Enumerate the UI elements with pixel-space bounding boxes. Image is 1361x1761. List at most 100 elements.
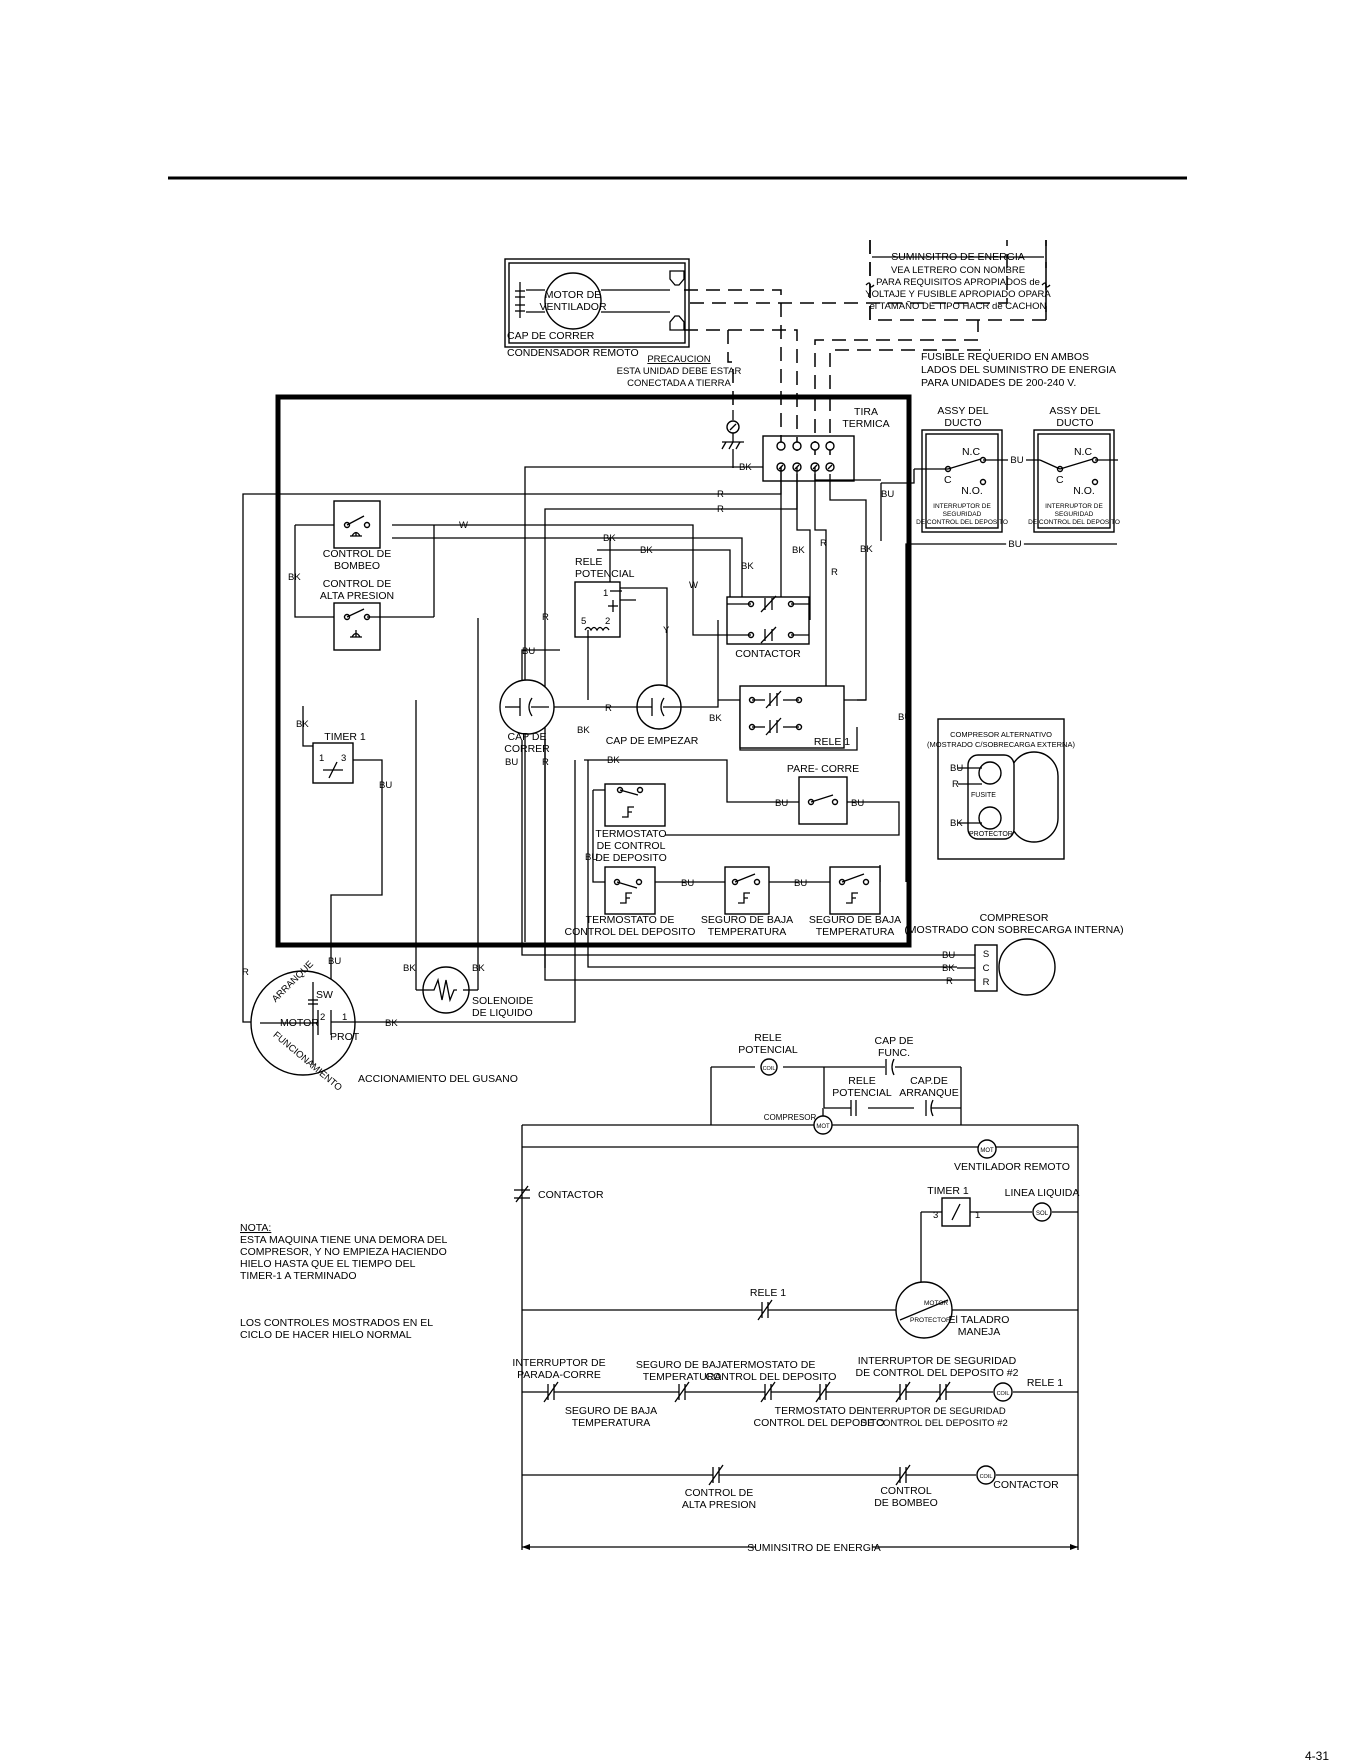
run-capacitor: CAP DE CORRER [499,679,555,755]
wire-label-w: W [689,580,698,591]
wire-label-bk: BK [741,561,754,572]
duct-caption: SEGURIDAD [1055,511,1094,518]
ladder-bin-thermo: CONTROL DEL DEPOSITO [706,1371,837,1383]
fuse-note-line: LADOS DEL SUMINISTRO DE ENERGIA [921,364,1116,376]
recip-compressor: COMPRESOR ALTERNATIVO (MOSTRADO C/SOBREC… [927,718,1075,860]
wire-label-r: R [946,976,953,987]
duct-no-label: N.O. [1073,485,1095,497]
ladder-timer-pin: 3 [933,1210,938,1221]
wire-label-bu: BU [942,950,955,961]
wire-label-bu: BU [851,798,864,809]
ground-icon [721,410,744,468]
wire-label-bk: BK [385,1018,398,1029]
power-supply-note: SUMINSITRO DE ENERGIA VEA LETRERO CON NO… [865,240,1051,320]
wire-label-r: R [820,538,827,549]
wire-label-bk: BK [942,963,955,974]
low-temp-label: SEGURO DE BAJA [701,914,793,926]
run-cap-label: CAP DE [508,731,547,743]
control-box [275,394,912,948]
caution-title: PRECAUCION [647,354,710,365]
ladder-protector: PROTECTOR [910,1317,951,1324]
duct-caption: INTERRUPTOR DE [1045,503,1103,510]
ladder-hp-control: ALTA PRESION [682,1499,756,1511]
compressor-terminal: R [983,977,990,988]
caution-note: PRECAUCION ESTA UNIDAD DEBE ESTAR CONECT… [617,354,742,389]
wire-label-bk: BK [739,462,752,473]
recip-compressor-title: COMPRESOR ALTERNATIVO [950,730,1052,739]
power-supply-line: el TAMAÑO DE TIPO HACR de CACHON [870,301,1047,312]
low-temp-safety-2: SEGURO DE BAJA TEMPERATURA [809,866,901,938]
wire-label-r: R [717,504,724,515]
solenoid-label: DE LIQUIDO [472,1007,533,1019]
start-capacitor: CAP DE EMPEZAR [606,684,699,747]
ladder-sol: SOL [1036,1211,1049,1217]
fuse-note-line: PARA UNIDADES DE 200-240 V. [921,377,1076,389]
duct-assy-1: ASSY DEL DUCTO N.C C N.O. INTERRUPTOR DE… [916,405,1010,533]
ladder-pump-control: CONTROL [880,1485,931,1497]
ladder-supply: SUMINSITRO DE ENERGIA [747,1542,881,1554]
ladder-coil: COIL [763,1066,776,1072]
ladder-relay-1: RELE 1 [750,1287,786,1299]
duct-caption: SEGURIDAD [943,511,982,518]
bin-thermostat-label: DE CONTROL [597,840,666,852]
wire-labels: BK R R BU W BK BK BK R BK BK R BK W R Y … [242,462,955,1029]
ladder-start-cap: CAP.DE [910,1075,948,1087]
note-line: ESTA MAQUINA TIENE UNA DEMORA DEL [240,1234,447,1246]
relay-1: RELE 1 [739,685,850,749]
wire-label-bu: BU [681,878,694,889]
terminal-strip-label: TERMICA [842,418,889,430]
recip-compressor-title: (MOSTRADO C/SOBRECARGA EXTERNA) [927,740,1075,749]
ladder-mot: MOT [816,1124,830,1130]
wire-label-bu: BU [585,852,598,863]
wire-label-r: R [242,967,249,978]
liquid-solenoid: SOLENOIDE DE LIQUIDO [415,966,533,1019]
ladder-coil: COIL [997,1391,1010,1397]
terminal-strip-label: TIRA [854,406,878,418]
duct-assy-title: DUCTO [944,417,981,429]
wire-label-r: R [717,489,724,500]
duct-caption: DE CONTROL DEL DEPOSITO [916,519,1008,526]
wire-label-bu: BU [1010,455,1023,466]
compressor: COMPRESOR (MOSTRADO CON SOBRECARGA INTER… [904,912,1124,996]
timer-label: TIMER 1 [324,731,366,743]
wire-label-bu: BU [950,763,963,774]
duct-assy-2: ASSY DEL DUCTO N.C C N.O. INTERRUPTOR DE… [1028,405,1120,533]
fan-motor-circle [544,272,602,330]
fusite-label: FUSITE [971,792,996,799]
note-line: CICLO DE HACER HIELO NORMAL [240,1329,412,1341]
wire-label-bu: BU [881,489,894,500]
ladder-contactor-2: CONTACTOR [993,1479,1059,1491]
low-temp-safety-1: SEGURO DE BAJA TEMPERATURA [701,866,793,938]
note-line: LOS CONTROLES MOSTRADOS EN EL [240,1317,433,1329]
relay-pin: 1 [603,588,608,599]
power-supply-line: YOLTAJE Y FUSIBLE APROPIADO OPARA [865,289,1051,300]
timer-pin: 1 [319,753,324,764]
auger-pin: 1 [342,1012,347,1023]
ladder-stop-run: PARADA-CORRE [517,1369,601,1381]
ladder-bin-safety: DE CONTROL DEL DEPOSITO #2 [856,1367,1019,1379]
terminal-connector [669,315,685,331]
note-line: HIELO HASTA QUE EL TIEMPO DEL [240,1258,416,1270]
duct-nc-label: N.C [1074,446,1093,458]
caution-line: ESTA UNIDAD DEBE ESTAR [617,366,742,377]
ladder-bin-safety: INTERRUPTOR DE SEGURIDAD [858,1355,1017,1367]
ladder-motor: MOTOR [924,1300,948,1307]
ladder-coil: COIL [980,1474,993,1480]
auger-motor-label: MOTOR [280,1017,319,1029]
note-line: TIMER-1 A TERMINADO [240,1270,357,1282]
wire-label-r: R [831,567,838,578]
fuse-note-line: FUSIBLE REQUERIDO EN AMBOS [921,351,1089,363]
wire-label-bu: BU [505,757,518,768]
wire-label-bk: BK [607,755,620,766]
ladder-bin-safety-bottom: DE CONTROL DEL DEPOSITO #2 [860,1418,1007,1429]
auger-sw-label: SW [316,989,333,1001]
wire-label-bu: BU [775,798,788,809]
wire-label-r: R [952,779,959,790]
ladder-start-cap: ARRANQUE [899,1087,959,1099]
ladder-relay-1-right: RELE 1 [1027,1377,1063,1389]
duct-no-label: N.O. [961,485,983,497]
fan-motor-label: MOTOR DE [545,289,601,301]
ladder-pot-relay-2: POTENCIAL [832,1087,892,1099]
wire-label-bk: BK [640,545,653,556]
bin-thermostat-2-label: TERMOSTATO DE [586,914,675,926]
